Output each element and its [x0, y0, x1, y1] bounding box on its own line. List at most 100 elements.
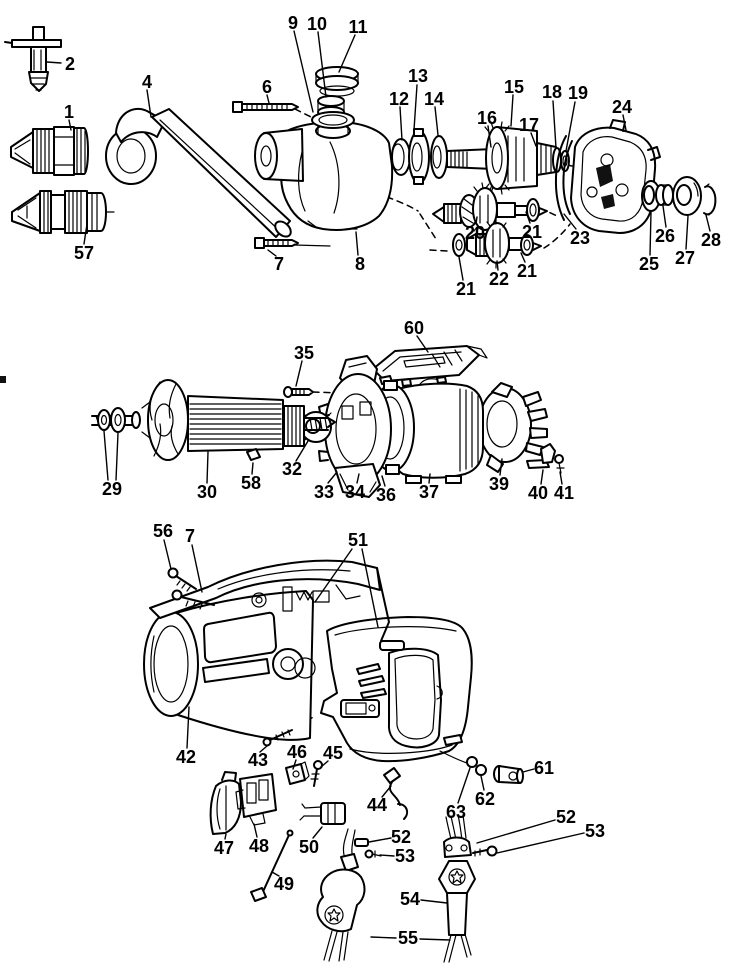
callout-leader-line	[525, 211, 531, 224]
connector-50-part	[299, 802, 346, 825]
part-callout-18: 18	[542, 82, 562, 102]
part-callout-29: 29	[102, 479, 122, 499]
callout-leader-line	[295, 360, 303, 387]
callout-leader-line	[163, 539, 172, 570]
callout-leader-line	[146, 89, 152, 118]
part-callout-10: 10	[307, 14, 327, 34]
part-callout-45: 45	[323, 743, 343, 763]
callout-leader-line	[271, 871, 280, 877]
part-callout-7: 7	[185, 526, 195, 546]
callout-leader-line	[565, 101, 576, 152]
part-callout-8: 8	[355, 254, 365, 274]
callout-leader-line	[83, 223, 88, 245]
callout-leader-line	[434, 106, 439, 136]
callout-leader-line	[520, 252, 526, 263]
part-callout-13: 13	[408, 66, 428, 86]
washers-29-parts	[97, 407, 126, 433]
part-callout-52: 52	[391, 827, 411, 847]
callout-leader-line	[103, 430, 109, 481]
callout-leader-line	[662, 205, 667, 228]
part-callout-60: 60	[404, 318, 424, 338]
callout-leader-line	[356, 473, 360, 484]
part-callout-39: 39	[489, 474, 509, 494]
keyless-chuck-part	[11, 190, 115, 234]
cap-spring-ring-parts	[311, 66, 359, 129]
screw-43-part	[262, 729, 293, 747]
screw-7-part	[254, 237, 299, 249]
callout-leader-line	[475, 216, 478, 225]
callout-leader-line	[540, 469, 544, 485]
motor-housing-part	[143, 590, 316, 741]
part-callout-57: 57	[74, 243, 94, 263]
callout-leader-line	[522, 768, 535, 773]
cord-protector-left-part	[316, 828, 366, 962]
part-callout-53: 53	[395, 846, 415, 866]
part-callout-20: 20	[465, 223, 485, 243]
callout-leader-line	[68, 119, 72, 131]
part-callout-21: 21	[517, 261, 537, 281]
callout-leader-line	[622, 114, 627, 131]
switch-rod-part	[250, 829, 294, 902]
part-callout-54: 54	[400, 889, 420, 909]
callout-leader-line	[559, 471, 563, 485]
part-callout-9: 9	[288, 13, 298, 33]
rings-62-63-parts	[466, 756, 487, 776]
part-callout-17: 17	[519, 115, 539, 135]
brush-cap-part	[478, 382, 548, 473]
part-callout-4: 4	[142, 72, 152, 92]
part-callout-62: 62	[475, 789, 495, 809]
callout-leader-line	[224, 833, 227, 840]
callout-leader-line	[320, 760, 329, 768]
part-callout-37: 37	[419, 482, 439, 502]
callout-leader-line	[563, 213, 577, 230]
part-callout-55: 55	[398, 928, 418, 948]
chuck-key-part	[4, 26, 62, 92]
callout-leader-line	[368, 837, 392, 843]
callout-leader-line	[292, 759, 297, 770]
callout-leader-line	[259, 745, 268, 753]
callout-leader-line	[267, 249, 277, 257]
part-callout-16: 16	[477, 108, 497, 128]
trigger-part	[209, 771, 242, 835]
callout-leader-line	[115, 432, 119, 481]
switch-screws-left-parts	[354, 838, 382, 859]
callout-leader-line	[552, 100, 557, 149]
screw-45-part	[310, 760, 323, 787]
callout-leader-line	[413, 84, 418, 131]
housing-screw-parts	[167, 567, 215, 610]
callout-leader-line	[266, 94, 270, 104]
callout-leader-line	[381, 475, 386, 487]
part-callout-2: 2	[65, 54, 75, 74]
part-callout-49: 49	[274, 874, 294, 894]
callout-leader-line	[295, 440, 309, 462]
part-callout-63: 63	[446, 802, 466, 822]
callout-leader-line	[186, 706, 190, 749]
part-callout-58: 58	[241, 473, 261, 493]
cord-protector-right-part	[438, 814, 498, 963]
cord-clamp-61-part	[493, 765, 524, 784]
callout-leader-line	[206, 451, 209, 484]
part-callout-22: 22	[489, 269, 509, 289]
spindle-gear-parts	[446, 121, 570, 195]
part-callout-50: 50	[299, 837, 319, 857]
part-callout-41: 41	[554, 483, 574, 503]
part-callout-33: 33	[314, 482, 334, 502]
part-callout-51: 51	[348, 530, 368, 550]
thrust-plate-part	[555, 135, 573, 221]
part-callout-12: 12	[389, 89, 409, 109]
callout-leader-line	[476, 819, 556, 844]
part-callout-36: 36	[376, 485, 396, 505]
wire-clip-parts	[526, 443, 565, 474]
nut-46-part	[285, 761, 310, 785]
part-callout-47: 47	[214, 838, 234, 858]
ink-speck	[0, 376, 6, 383]
part-callout-11: 11	[348, 17, 367, 37]
callout-leader-line	[338, 34, 356, 73]
part-callout-32: 32	[282, 459, 302, 479]
chuck-part	[10, 126, 89, 176]
field-part	[392, 378, 484, 484]
callout-leader-line	[312, 826, 323, 839]
callout-leader-line	[496, 832, 585, 854]
